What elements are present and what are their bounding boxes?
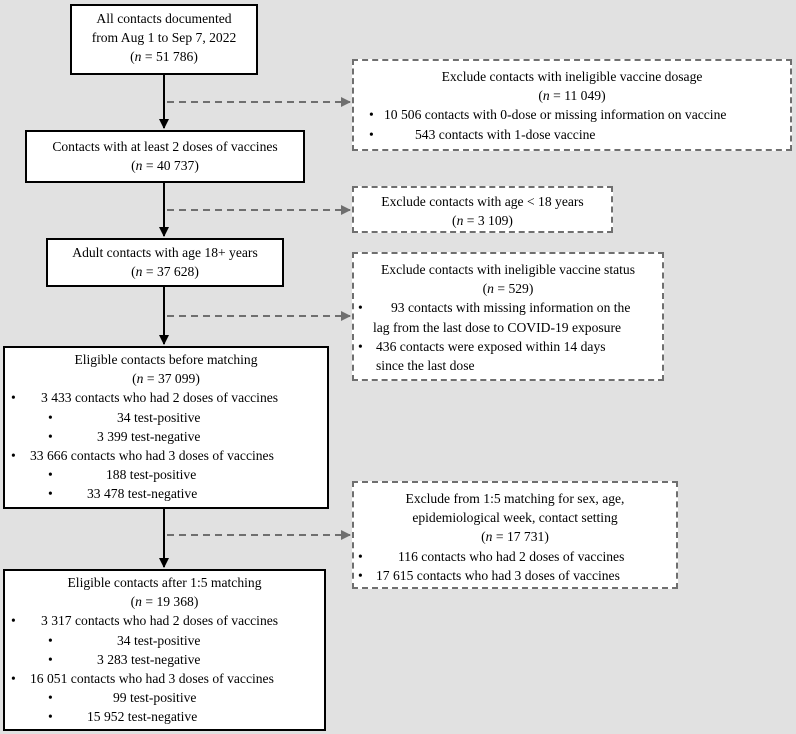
list-item: •543 contacts with 1-dose vaccine: [369, 126, 596, 142]
exclusion-box-age: Exclude contacts with age < 18 years (n …: [352, 186, 613, 233]
list-item: •99 test-positive: [48, 690, 197, 706]
list-item-continuation: lag from the last dose to COVID-19 expos…: [373, 319, 622, 335]
list-item: •93 contacts with missing information on…: [358, 300, 631, 316]
list-item: •34 test-positive: [48, 409, 201, 425]
list-item: •188 test-positive: [48, 467, 197, 483]
box-title: Exclude from 1:5 matching for sex, age,: [405, 491, 625, 506]
list-item: •116 contacts who had 2 doses of vaccine…: [358, 548, 625, 564]
box-count: (n = 529): [482, 281, 534, 297]
box-title: Eligible contacts after 1:5 matching: [67, 575, 262, 590]
list-item: •3 317 contacts who had 2 doses of vacci…: [11, 613, 279, 629]
box-count: (n = 51 786): [130, 49, 198, 65]
list-item: •17 615 contacts who had 3 doses of vacc…: [358, 567, 620, 583]
box-title: Exclude contacts with ineligible vaccine…: [441, 69, 703, 84]
list-item-continuation: since the last dose: [376, 358, 475, 374]
box-count: (n = 37 628): [131, 264, 199, 280]
box-subtitle: from Aug 1 to Sep 7, 2022: [91, 30, 237, 46]
list-item: •15 952 test-negative: [48, 709, 198, 725]
list-item: •3 283 test-negative: [48, 651, 201, 667]
box-title: Exclude contacts with ineligible vaccine…: [380, 262, 636, 277]
box-adult-contacts: Adult contacts with age 18+ years (n = 3…: [46, 238, 284, 287]
list-item: •10 506 contacts with 0-dose or missing …: [369, 107, 727, 123]
exclusion-arrows: [167, 97, 351, 540]
box-count: (n = 37 099): [132, 371, 200, 387]
exclusion-box-vaccine-status: Exclude contacts with ineligible vaccine…: [352, 252, 664, 381]
box-subtitle: epidemiological week, contact setting: [412, 510, 618, 526]
box-two-doses: Contacts with at least 2 doses of vaccin…: [25, 130, 305, 183]
box-count: (n = 19 368): [130, 594, 199, 610]
box-title: Exclude contacts with age < 18 years: [381, 194, 584, 209]
box-title: All contacts documented: [96, 11, 232, 26]
list-item: •3 433 contacts who had 2 doses of vacci…: [11, 390, 279, 406]
exclusion-box-vaccine-dosage: Exclude contacts with ineligible vaccine…: [352, 59, 792, 151]
list-item: •16 051 contacts who had 3 doses of vacc…: [11, 671, 274, 687]
box-count: (n = 17 731): [481, 529, 549, 545]
box-title: Contacts with at least 2 doses of vaccin…: [52, 139, 278, 154]
box-before-matching: Eligible contacts before matching (n = 3…: [3, 346, 329, 509]
exclusion-box-matching: Exclude from 1:5 matching for sex, age, …: [352, 481, 678, 589]
list-item: •3 399 test-negative: [48, 428, 201, 444]
box-count: (n = 3 109): [452, 213, 513, 229]
box-all-contacts: All contacts documented from Aug 1 to Se…: [70, 4, 258, 75]
box-title: Adult contacts with age 18+ years: [72, 245, 258, 260]
box-count: (n = 11 049): [538, 88, 606, 104]
box-title: Eligible contacts before matching: [74, 352, 258, 367]
list-item: •33 478 test-negative: [48, 486, 198, 502]
list-item: •436 contacts were exposed within 14 day…: [358, 338, 606, 354]
list-item: •33 666 contacts who had 3 doses of vacc…: [11, 448, 274, 464]
box-after-matching: Eligible contacts after 1:5 matching (n …: [3, 569, 326, 731]
box-count: (n = 40 737): [131, 158, 199, 174]
list-item: •34 test-positive: [48, 632, 201, 648]
